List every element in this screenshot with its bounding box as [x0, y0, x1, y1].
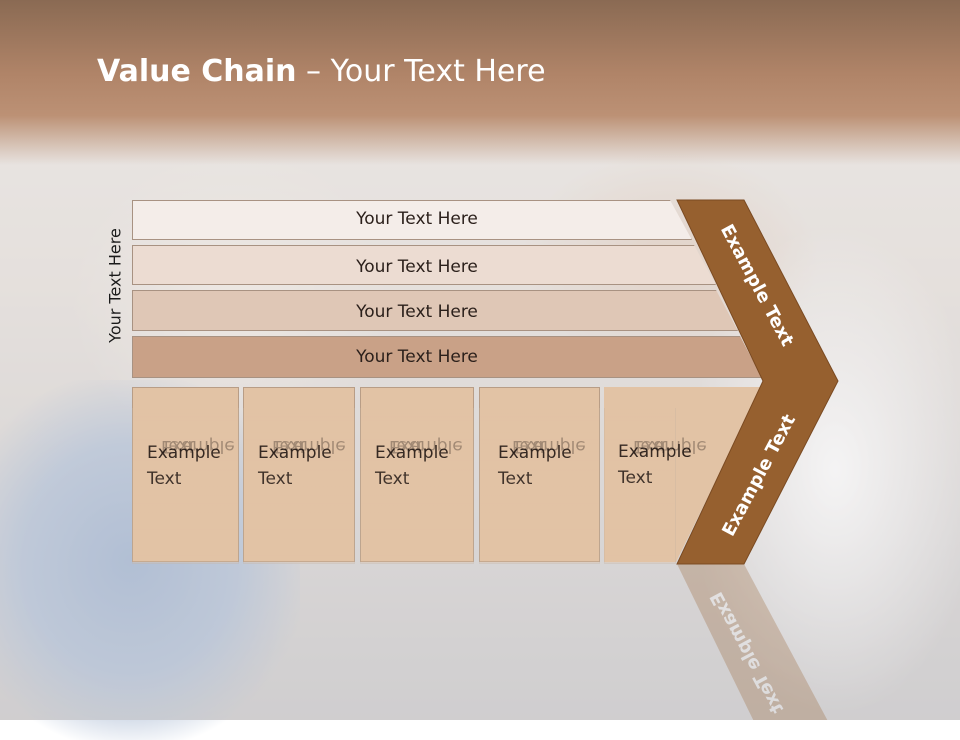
bar-4[interactable]: [132, 336, 762, 378]
slide-title[interactable]: Value Chain – Your Text Here: [97, 54, 546, 89]
chevron-reflection: Example Text: [677, 564, 828, 720]
bar-2[interactable]: [132, 245, 716, 285]
chevron-arrow[interactable]: [676, 199, 839, 565]
bar-1-label: Your Text Here: [356, 209, 478, 229]
bar-3-label: Your Text Here: [356, 302, 478, 322]
bar-3[interactable]: [132, 290, 738, 331]
title-banner: [0, 0, 960, 165]
value-chain-chevron: Example Text Example Text Example Text: [676, 199, 839, 720]
title-bold: Value Chain: [97, 54, 297, 89]
bar-1[interactable]: [132, 200, 692, 240]
title-rest: – Your Text Here: [296, 54, 546, 89]
bar-4-label: Your Text Here: [356, 347, 478, 367]
bar-2-label: Your Text Here: [356, 257, 478, 277]
